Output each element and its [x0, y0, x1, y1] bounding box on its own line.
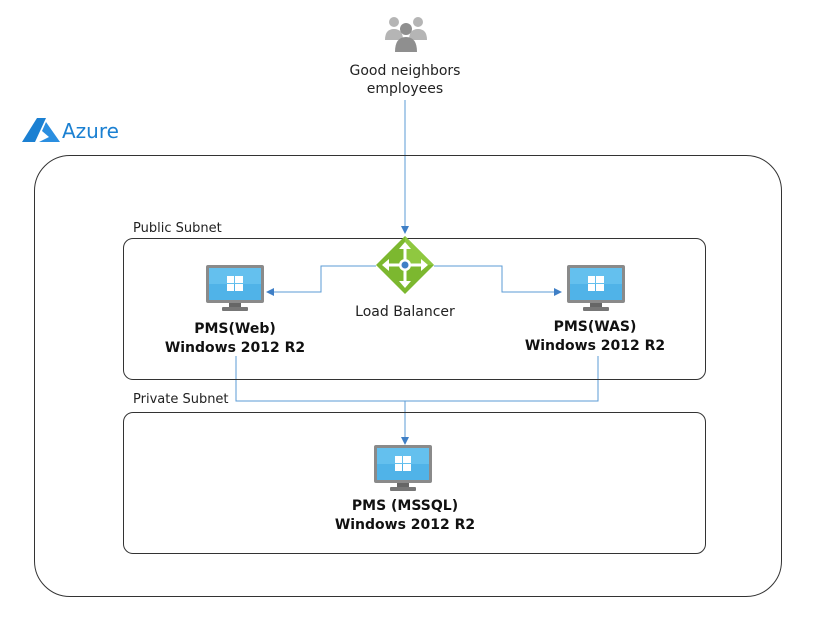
users-label-line2: employees — [366, 81, 444, 97]
web-vm-icon — [206, 265, 264, 311]
private-subnet-label: Private Subnet — [133, 392, 229, 407]
public-subnet-label: Public Subnet — [133, 221, 222, 236]
web-to-sql-line — [235, 356, 599, 402]
users-group-icon — [385, 17, 427, 52]
load-balancer-icon — [376, 236, 434, 294]
public-subnet-box — [123, 238, 706, 380]
was-vm-icon — [567, 265, 625, 311]
was-server-name: PMS(WAS) — [553, 319, 637, 335]
users-label-line1: Good neighbors — [349, 63, 461, 79]
sql-vm-icon — [374, 445, 432, 491]
sql-server-name: PMS (MSSQL) — [351, 498, 459, 514]
web-server-label: PMS(Web) Windows 2012 R2 — [150, 320, 320, 358]
sql-server-os: Windows 2012 R2 — [334, 517, 476, 533]
azure-logo-icon — [22, 118, 60, 142]
web-server-os: Windows 2012 R2 — [164, 340, 306, 356]
load-balancer-label: Load Balancer — [355, 304, 455, 320]
lb-to-was-line — [434, 265, 562, 296]
was-server-label: PMS(WAS) Windows 2012 R2 — [510, 318, 680, 356]
sql-server-label: PMS (MSSQL) Windows 2012 R2 — [320, 497, 490, 535]
users-label: Good neighbors employees — [330, 62, 480, 98]
was-server-os: Windows 2012 R2 — [524, 338, 666, 354]
private-subnet-box — [123, 412, 706, 554]
azure-cloud-boundary — [34, 155, 782, 597]
azure-label: Azure — [62, 119, 119, 143]
web-server-name: PMS(Web) — [194, 321, 276, 337]
lb-to-web-line — [266, 265, 376, 296]
